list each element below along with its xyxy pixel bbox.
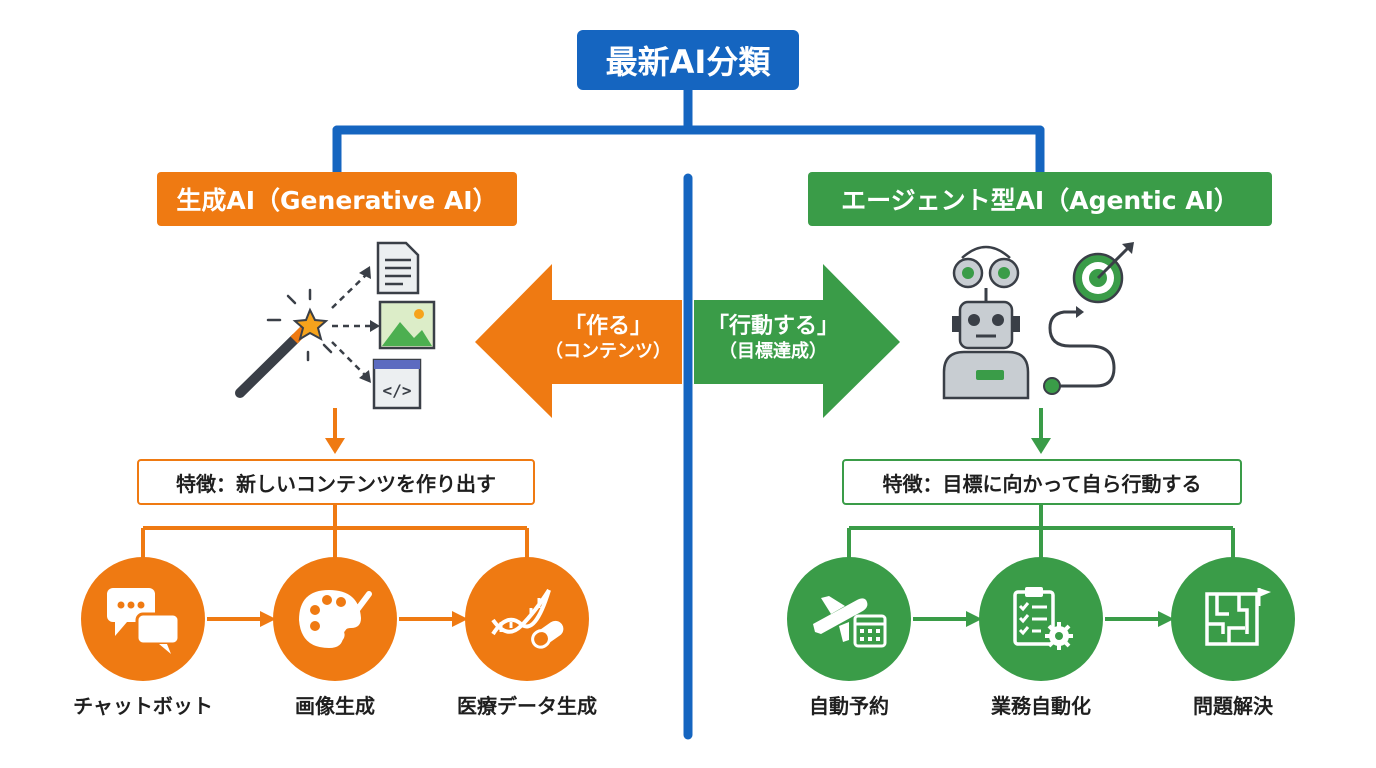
plane-calendar-icon [813, 596, 887, 648]
document-icon [376, 241, 420, 295]
agentic-ai-heading: エージェント型AI（Agentic AI） [808, 172, 1272, 226]
create-arrow-sub: （コンテンツ） [545, 340, 671, 362]
image-icon [378, 300, 436, 350]
svg-text:</>: </> [383, 381, 412, 400]
chat-bubbles-icon [107, 588, 181, 654]
act-arrow-sub: （目標達成） [719, 340, 827, 362]
example-label-auto-booking: 自動予約 [809, 694, 889, 718]
example-label-problem-solving: 問題解決 [1193, 694, 1273, 718]
act-arrow-label: 「行動する」 （目標達成） [698, 313, 848, 363]
act-arrow-main: 「行動する」 [706, 314, 839, 339]
magic-wand-illustration: </> [235, 241, 436, 410]
target-icon [1072, 242, 1134, 304]
magic-wand-icon [235, 288, 333, 398]
problem-solving-circle [1171, 557, 1295, 681]
generative-feature: 特徴：新しいコンテンツを作り出す [137, 459, 535, 505]
create-arrow-label: 「作る」 （コンテンツ） [530, 313, 686, 363]
palette-brush-icon [299, 590, 372, 648]
example-label-image-generation: 画像生成 [295, 694, 375, 718]
business-automation-circle [979, 557, 1103, 681]
checklist-gear-icon [1013, 587, 1073, 650]
example-label-business-automation: 業務自動化 [991, 694, 1091, 718]
example-label-medical-data: 医療データ生成 [457, 694, 597, 718]
dna-capsule-icon [491, 588, 564, 649]
page-title: 最新AI分類 [577, 30, 799, 90]
auto-booking-circle [787, 557, 911, 681]
robot-illustration [942, 242, 1134, 400]
medical-data-circle [465, 557, 589, 681]
robot-icon [942, 245, 1030, 400]
chatbot-circle [81, 557, 205, 681]
agentic-feature: 特徴：目標に向かって自ら行動する [842, 459, 1242, 505]
path-icon [1048, 310, 1116, 388]
generative-ai-heading: 生成AI（Generative AI） [157, 172, 517, 226]
create-arrow [475, 264, 682, 418]
maze-flag-icon [1205, 588, 1271, 646]
act-arrow [694, 264, 900, 418]
code-window-icon: </> [372, 358, 422, 410]
example-label-chatbot: チャットボット [73, 694, 213, 718]
image-generation-circle [273, 557, 397, 681]
create-arrow-main: 「作る」 [563, 314, 652, 339]
